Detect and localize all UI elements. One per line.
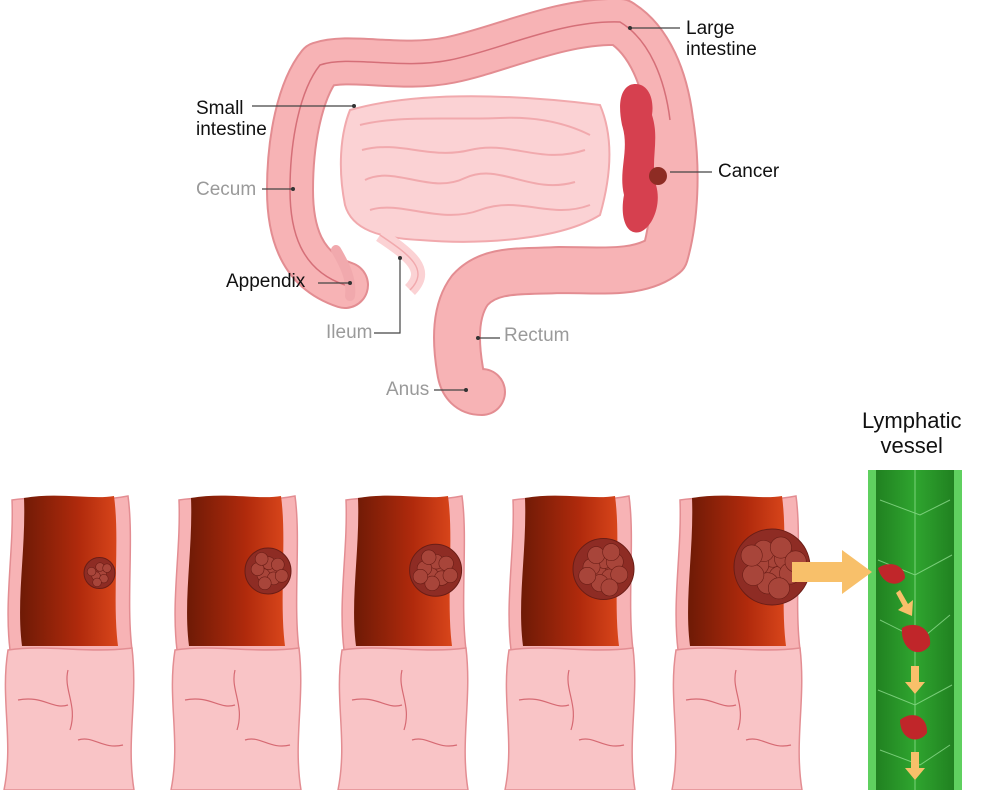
tumor-stage-3 [409,543,463,597]
colon-segment-stage-3 [337,495,469,790]
metastatic-cell [901,624,931,653]
metastatic-cell [900,715,928,740]
tumor-stage-1 [83,557,116,589]
tumor-stage-4 [572,538,635,600]
blood-vessel [17,669,124,747]
colon-mucosa [187,495,285,646]
blood-vessel [184,669,291,747]
appendix-shape [331,245,356,301]
stage-segments [3,495,811,790]
cancer-tumor [649,167,667,185]
colon-segment-stage-4 [504,495,636,790]
colon-mucosa [20,495,118,646]
leader-lines [252,27,712,391]
colon-segment-stage-2 [170,495,302,790]
blood-vessel [518,669,625,747]
label-ileum: Ileum [326,322,373,343]
label-appendix: Appendix [226,271,306,292]
tumor-region [620,84,658,233]
colon-outer-surface [3,647,135,790]
small-intestine-shape [339,95,611,295]
label-anus: Anus [386,379,430,400]
colon-outer-surface [170,647,302,790]
colon-segment-stage-1 [3,495,135,790]
label-cancer: Cancer [718,161,780,182]
colon-outer-surface [671,647,803,790]
tumor-stage-2 [244,547,292,595]
colon-mucosa [354,495,452,646]
colon-mucosa [521,495,619,646]
label-rectum: Rectum [504,325,570,346]
intestine-illustration [252,0,712,416]
blood-vessel [685,669,792,747]
colon-segment-stage-5 [671,495,811,790]
lymphatic-vessel-shape [868,470,962,790]
metastatic-cell [878,564,905,584]
colon-outer-surface [337,647,469,790]
label-cecum: Cecum [196,179,257,200]
blood-vessel [351,669,458,747]
invasion-arrow [792,550,872,594]
colon-outer-surface [504,647,636,790]
tumor-stage-5 [733,528,811,606]
